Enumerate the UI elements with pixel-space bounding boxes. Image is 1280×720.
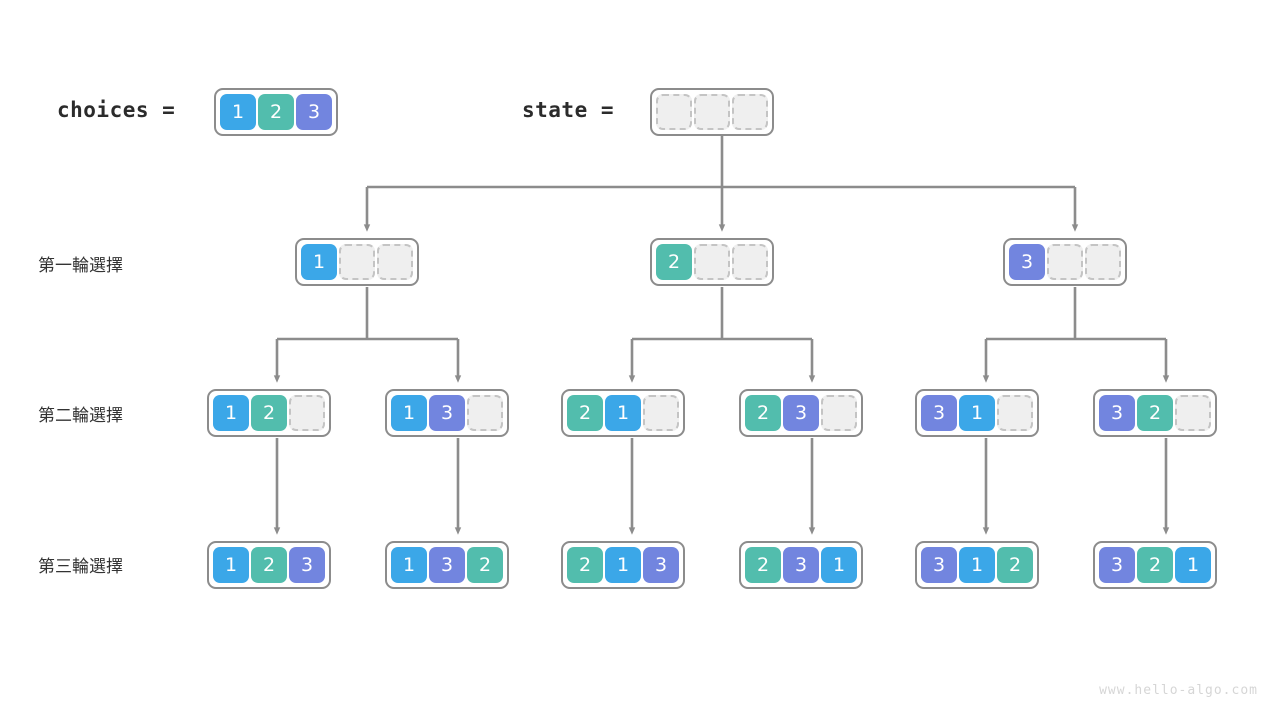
level3-node-5-cell-3-value-2: 2 [997,547,1033,583]
state-label: state = [522,98,615,122]
level1-node-3: 3 [1003,238,1127,286]
level3-node-6-cell-1-value-3: 3 [1099,547,1135,583]
level3-node-5-cell-2-value-1: 1 [959,547,995,583]
choices-label: choices = [57,98,176,122]
level2-node-5-cell-1-value-3: 3 [921,395,957,431]
level3-node-2-cell-1-value-1: 1 [391,547,427,583]
row-label-round-2: 第二輪選擇 [38,406,123,426]
level2-node-3-cell-1-value-2: 2 [567,395,603,431]
level2-node-4-cell-1-value-2: 2 [745,395,781,431]
level3-node-2-cell-3-value-2: 2 [467,547,503,583]
level2-node-4-cell-2-value-3: 3 [783,395,819,431]
level3-node-1-cell-2-value-2: 2 [251,547,287,583]
level2-node-2-cell-2-value-3: 3 [429,395,465,431]
level3-node-3-cell-3-value-3: 3 [643,547,679,583]
level1-node-1-cell-2-empty [339,244,375,280]
level1-node-1: 1 [295,238,419,286]
level2-node-6-cell-3-empty [1175,395,1211,431]
state-cell-1-empty [656,94,692,130]
state-cell-2-empty [694,94,730,130]
level2-node-3-cell-3-empty [643,395,679,431]
level2-node-1-cell-1-value-1: 1 [213,395,249,431]
level2-node-2-cell-1-value-1: 1 [391,395,427,431]
choices-cell-2-value-2: 2 [258,94,294,130]
level2-node-6-cell-2-value-2: 2 [1137,395,1173,431]
level3-node-4-cell-3-value-1: 1 [821,547,857,583]
level3-node-5-cell-1-value-3: 3 [921,547,957,583]
level2-node-1-cell-2-value-2: 2 [251,395,287,431]
level3-node-2-cell-2-value-3: 3 [429,547,465,583]
level1-node-3-cell-1-value-3: 3 [1009,244,1045,280]
level3-node-6-cell-3-value-1: 1 [1175,547,1211,583]
level1-node-1-cell-1-value-1: 1 [301,244,337,280]
level3-node-3-cell-1-value-2: 2 [567,547,603,583]
watermark: www.hello-algo.com [1099,683,1258,698]
choices-cell-1-value-1: 1 [220,94,256,130]
level2-node-1-cell-3-empty [289,395,325,431]
level2-node-5-cell-3-empty [997,395,1033,431]
choices-cell-3-value-3: 3 [296,94,332,130]
row-label-round-1: 第一輪選擇 [38,256,123,276]
row-label-round-3: 第三輪選擇 [38,557,123,577]
level2-node-2-cell-3-empty [467,395,503,431]
level2-node-6-cell-1-value-3: 3 [1099,395,1135,431]
state-cell-3-empty [732,94,768,130]
level2-node-4-cell-3-empty [821,395,857,431]
level3-node-4-cell-2-value-3: 3 [783,547,819,583]
level3-node-4-cell-1-value-2: 2 [745,547,781,583]
level1-node-1-cell-3-empty [377,244,413,280]
level1-node-2-cell-2-empty [694,244,730,280]
level1-node-2: 2 [650,238,774,286]
level3-node-1-cell-3-value-3: 3 [289,547,325,583]
level2-node-5-cell-2-value-1: 1 [959,395,995,431]
state-array [650,88,774,136]
level1-node-2-cell-3-empty [732,244,768,280]
level1-node-3-cell-3-empty [1085,244,1121,280]
level3-node-6-cell-2-value-2: 2 [1137,547,1173,583]
level1-node-2-cell-1-value-2: 2 [656,244,692,280]
level2-node-3-cell-2-value-1: 1 [605,395,641,431]
level3-node-3-cell-2-value-1: 1 [605,547,641,583]
level3-node-1-cell-1-value-1: 1 [213,547,249,583]
level1-node-3-cell-2-empty [1047,244,1083,280]
